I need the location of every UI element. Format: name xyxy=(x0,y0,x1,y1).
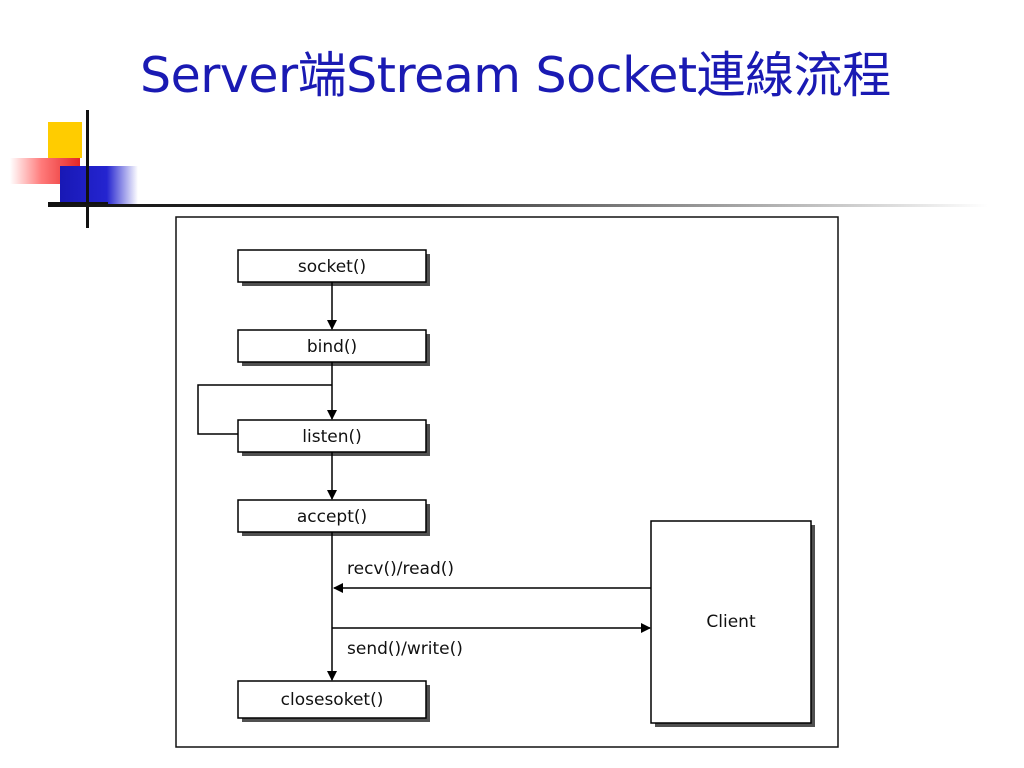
edge-send-label: send()/write() xyxy=(347,639,463,659)
node-bind-label: bind() xyxy=(307,337,357,357)
logo-blue-bar xyxy=(60,166,138,204)
node-client: Client xyxy=(650,520,815,727)
logo-yellow-square xyxy=(48,122,82,158)
node-client-label: Client xyxy=(706,612,756,632)
logo-horizontal-line xyxy=(48,202,108,205)
logo-vertical-line xyxy=(86,110,89,228)
arrow-listen-loop xyxy=(197,384,332,435)
node-closesocket-label: closesoket() xyxy=(281,690,384,710)
node-socket: socket() xyxy=(237,249,430,286)
node-accept-label: accept() xyxy=(297,507,367,527)
node-accept: accept() xyxy=(237,499,430,536)
node-listen-label: listen() xyxy=(302,427,361,447)
title-underline xyxy=(48,204,988,207)
node-bind: bind() xyxy=(237,329,430,366)
node-listen: listen() xyxy=(237,419,430,456)
slide-title: Server端Stream Socket連線流程 xyxy=(140,47,891,104)
edge-recv-label: recv()/read() xyxy=(347,559,454,579)
node-socket-label: socket() xyxy=(298,257,366,277)
node-closesocket: closesoket() xyxy=(237,680,430,722)
slide-logo-decoration xyxy=(0,100,140,230)
